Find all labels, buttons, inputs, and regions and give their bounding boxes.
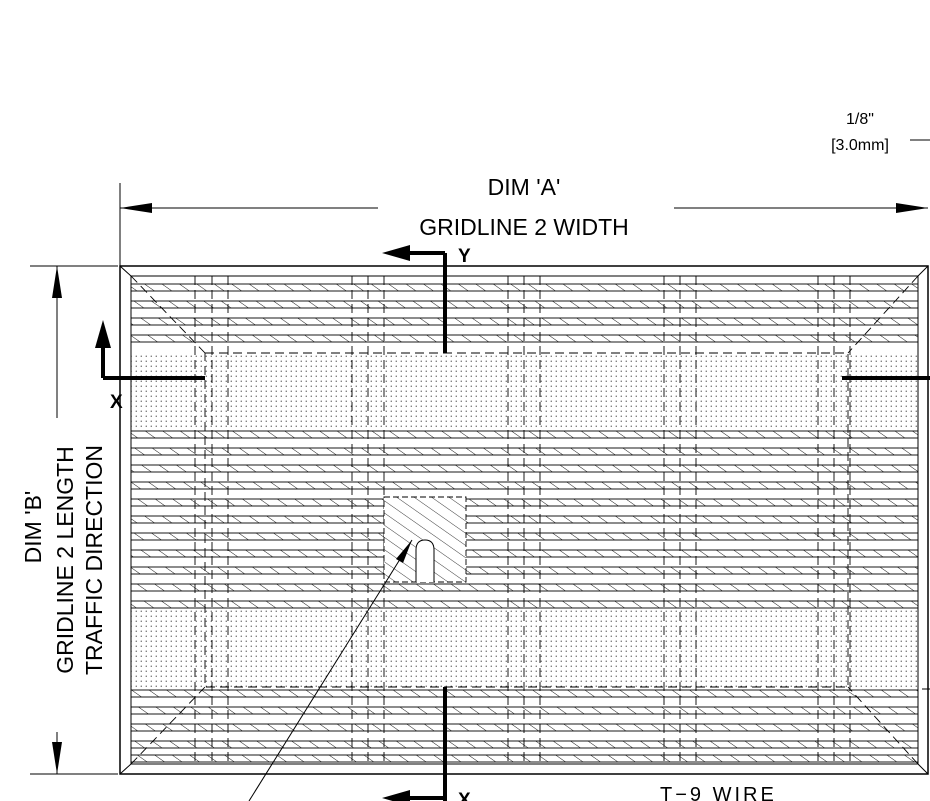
section-mark-bottom: X [382,687,471,801]
dim-b-arrow-top [52,266,62,298]
bearing-bar [130,317,919,326]
section-y-top-label: Y [458,246,471,267]
inner-dashed-boundary [204,352,849,688]
dim-b-dimension: DIM 'B' GRIDLINE 2 LENGTH TRAFFIC DIRECT… [20,265,118,775]
dim-b-sublabel: GRIDLINE 2 LENGTH [52,446,78,674]
corner-diagonal-tl [130,275,206,354]
bearing-bar [130,334,919,343]
frame-corner-tl [119,265,132,277]
callout-text: T−9 WIRE [660,784,777,801]
section-x-left-label: X [110,392,123,413]
bearing-bar [130,754,919,763]
bearing-bar [130,464,919,473]
dim-a-arrow-left [120,203,152,213]
callout-arrow [396,540,412,563]
dim-a-arrow-right [896,203,928,213]
bearing-bar [130,430,919,439]
bearing-bar [130,447,919,456]
infill-zone-lower [131,610,918,687]
traffic-direction-label: TRAFFIC DIRECTION [81,445,107,675]
bearing-bar [130,689,919,698]
section-x-left-arrow [95,320,111,348]
bearing-bar [130,532,919,541]
dim-a-dimension: DIM 'A' GRIDLINE 2 WIDTH [119,174,928,266]
bearing-bar [130,515,919,524]
section-mark-y-top: Y [382,245,471,353]
bearing-bar [130,300,919,309]
bearing-bar [130,740,919,749]
bearing-bar [130,706,919,715]
frame-corner-br [917,763,929,775]
dim-a-sublabel: GRIDLINE 2 WIDTH [419,214,629,240]
section-bottom-label: X [458,790,471,801]
bearing-bar [130,498,919,507]
corner-diagonal-bl [130,686,206,765]
bearing-bar [130,566,919,575]
thickness-mm-label: [3.0mm] [831,137,889,154]
frame-corner-bl [119,763,132,775]
frame-corner-tr [917,265,929,277]
section-y-top-arrow [382,245,410,261]
section-bottom-arrow [382,790,410,801]
bearing-bar [130,723,919,732]
bearing-bar [130,549,919,558]
bearing-bar [130,600,919,609]
bearing-bar [130,481,919,490]
callout-leader [248,539,413,801]
wire-detail-loop [415,539,435,582]
bearing-bars [130,283,919,763]
grating-panel [119,265,929,775]
thickness-inch-label: 1/8" [846,111,874,128]
bearing-bar [130,583,919,592]
infill-zone-upper [131,353,918,428]
dim-a-label: DIM 'A' [488,174,561,200]
corner-diagonal-tr [847,275,919,354]
dim-b-label: DIM 'B' [20,491,46,564]
corner-diagonal-br [847,686,919,765]
bearing-bar [130,283,919,292]
dim-b-arrow-bottom [52,742,62,774]
section-mark-x-left: X [95,320,205,413]
